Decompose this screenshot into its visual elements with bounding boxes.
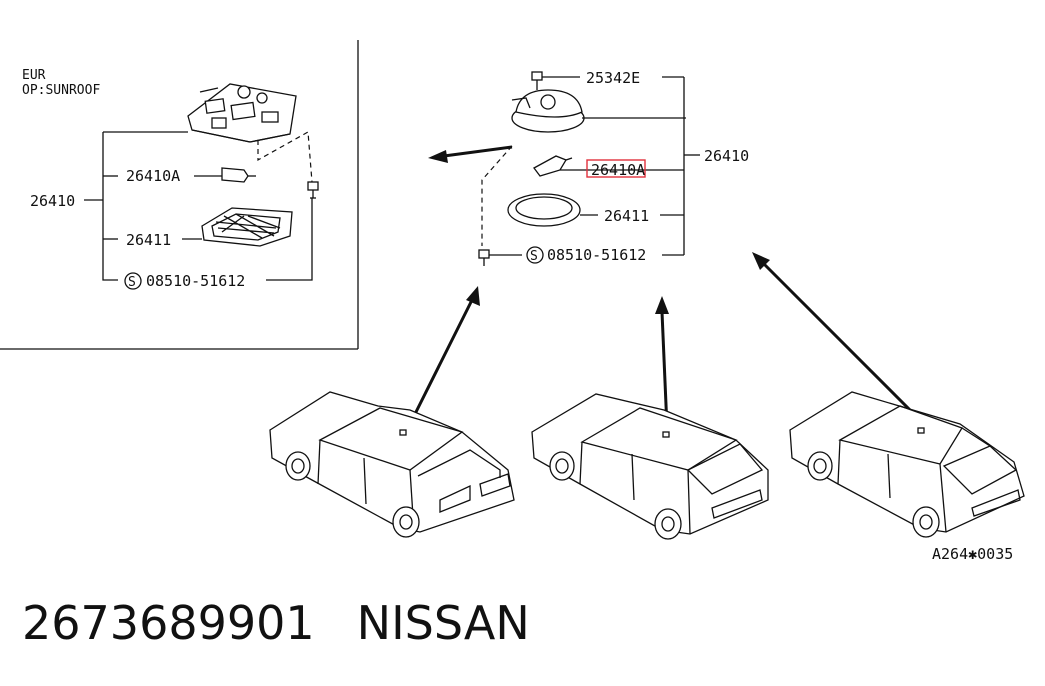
brand-name: NISSAN (356, 596, 530, 650)
inset-panel: EUR OP:SUNROOF (0, 40, 359, 350)
arrow-to-inset (428, 145, 513, 163)
main-bulb-label: 26410A (591, 161, 645, 179)
inset-option-label: OP:SUNROOF (22, 83, 100, 98)
footer: 2673689901 NISSAN (22, 596, 572, 650)
main-exploded-view: 25342E 26410 26410A 26411 S 08510-51612 (428, 69, 749, 266)
car-arrows (406, 252, 922, 429)
inset-bulb-label: 26410A (126, 167, 180, 185)
highlight-box (586, 159, 646, 178)
main-screw-symbol (526, 246, 544, 264)
main-bulb (533, 155, 660, 178)
main-screw-symbol-letter: S (530, 249, 538, 264)
main-lens (507, 193, 598, 227)
wagon-car (789, 391, 1025, 538)
inset-lens (182, 207, 293, 247)
main-lens-label: 26411 (604, 207, 649, 225)
inset-region-label: EUR (22, 68, 46, 83)
main-screw-label: 08510-51612 (547, 246, 646, 264)
figure-code: A264✱0035 (932, 545, 1013, 563)
inset-screw-symbol-letter: S (128, 275, 136, 290)
hatchback-car (531, 393, 769, 540)
main-bolt-label: 25342E (586, 69, 640, 87)
inset-lamp-housing (187, 83, 297, 143)
part-number: 2673689901 (22, 596, 315, 650)
inset-assembly-label: 26410 (30, 192, 75, 210)
main-lamp-housing (511, 89, 686, 133)
main-screw (478, 249, 522, 266)
inset-screw-symbol (124, 272, 142, 290)
sedan-car (269, 391, 515, 538)
inset-bulb (194, 167, 256, 183)
main-assembly-label: 26410 (704, 147, 749, 165)
inset-screw (307, 181, 319, 199)
inset-screw-label: 08510-51612 (146, 272, 245, 290)
inset-lens-label: 26411 (126, 231, 171, 249)
main-bolt (531, 71, 580, 90)
